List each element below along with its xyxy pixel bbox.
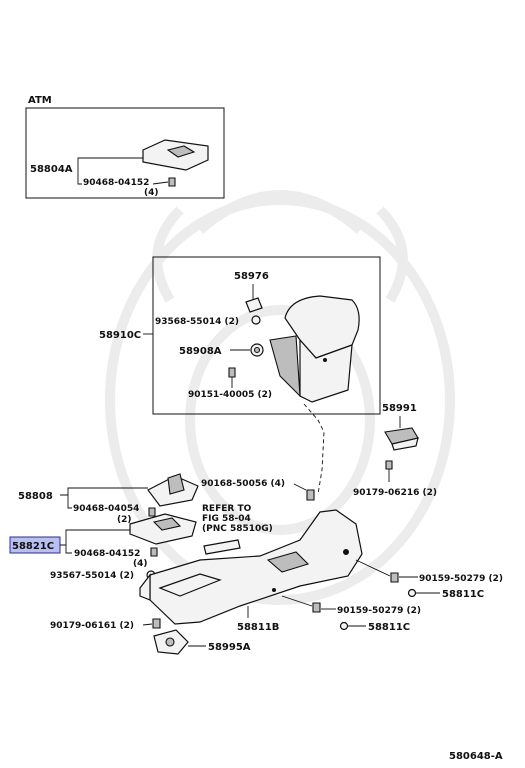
part-label-58991[interactable]: 58991 (382, 403, 417, 414)
screw-icon (228, 367, 236, 378)
shift-lever-plate-atm[interactable] (142, 139, 209, 171)
screw-icon (306, 489, 315, 501)
armrest-console-box[interactable] (269, 295, 360, 403)
part-label-93568-55014[interactable]: 93568-55014 (2) (155, 317, 239, 327)
hinge-part[interactable] (250, 343, 264, 357)
screw-icon (148, 507, 156, 517)
screw-icon (152, 618, 161, 629)
refer-note-line1: REFER TO (202, 504, 252, 514)
leader-line (67, 487, 148, 495)
refer-note-line3: (PNC 58510G) (202, 524, 273, 534)
part-label-90468-04152-b[interactable]: 90468-04152 (74, 549, 140, 559)
leader-line (142, 623, 153, 626)
quantity-label: (4) (133, 559, 148, 569)
leader-line (60, 529, 130, 546)
atm-label: ATM (28, 95, 52, 106)
part-label-90151-40005[interactable]: 90151-40005 (2) (188, 390, 272, 400)
quantity-label: (2) (117, 515, 132, 525)
leader-line (60, 494, 72, 509)
shift-boot[interactable] (147, 473, 199, 507)
clip-icon (407, 588, 417, 598)
console-body-58811B[interactable] (139, 509, 363, 625)
leader-line (77, 168, 82, 185)
leader-line (355, 559, 391, 577)
screw-icon (150, 547, 158, 557)
lock-striker[interactable] (245, 297, 263, 325)
clip-icon (339, 621, 349, 631)
part-label-58821C[interactable]: 58821C (12, 541, 54, 552)
part-label-58811C-a[interactable]: 58811C (442, 589, 484, 600)
mount-bracket-58995A[interactable] (153, 629, 189, 655)
leader-line (152, 181, 169, 185)
atm-frame (25, 107, 225, 199)
part-label-90159-50279-a[interactable]: 90159-50279 (2) (419, 574, 503, 584)
leader-line (293, 483, 307, 491)
part-label-58811C-b[interactable]: 58811C (368, 622, 410, 633)
part-label-58908A[interactable]: 58908A (179, 346, 222, 357)
install-path-line (303, 403, 325, 495)
part-label-58910C[interactable]: 58910C (99, 330, 141, 341)
bracket-part[interactable] (203, 539, 241, 555)
shift-lever-plate-mt[interactable] (129, 513, 197, 545)
armrest-section: 58976 93568-55014 (2) 58910C 58908A 9015… (99, 256, 381, 415)
leader-line (281, 595, 313, 607)
screw-icon (312, 602, 321, 613)
screw-icon (390, 572, 399, 583)
part-label-90468-04152[interactable]: 90468-04152 (83, 178, 149, 188)
part-label-90159-50279-b[interactable]: 90159-50279 (2) (337, 606, 421, 616)
leader-line (65, 545, 72, 554)
quantity-label: (4) (144, 188, 159, 198)
section-58991: 58991 90179-06216 (2) (353, 403, 437, 498)
part-label-58976[interactable]: 58976 (234, 271, 269, 282)
diagram-code: 580648-A (449, 751, 503, 762)
part-label-90179-06161[interactable]: 90179-06161 (2) (50, 621, 134, 631)
part-label-58995A[interactable]: 58995A (208, 642, 251, 653)
part-label-58804A[interactable]: 58804A (30, 164, 73, 175)
refer-note-line2: FIG 58-04 (202, 514, 251, 524)
clip-icon (251, 315, 261, 325)
part-label-90468-04054[interactable]: 90468-04054 (73, 504, 139, 514)
part-label-58811B[interactable]: 58811B (237, 622, 279, 633)
shift-boot-section: 58808 90468-04054 (2) REFER TO FIG 58-04… (9, 473, 273, 581)
part-label-93567-55014[interactable]: 93567-55014 (2) (50, 571, 134, 581)
screw-icon (168, 177, 176, 187)
bracket-part[interactable] (384, 427, 419, 451)
part-label-90179-06216[interactable]: 90179-06216 (2) (353, 488, 437, 498)
part-label-90168-50056[interactable]: 90168-50056 (4) (201, 479, 285, 489)
part-label-58808[interactable]: 58808 (18, 491, 53, 502)
watermark-emblem (105, 190, 455, 605)
atm-section: ATM 58804A 90468-04152 (4) (25, 95, 225, 199)
leader-line (77, 157, 143, 168)
armrest-frame (152, 256, 381, 415)
screw-icon (385, 460, 393, 470)
